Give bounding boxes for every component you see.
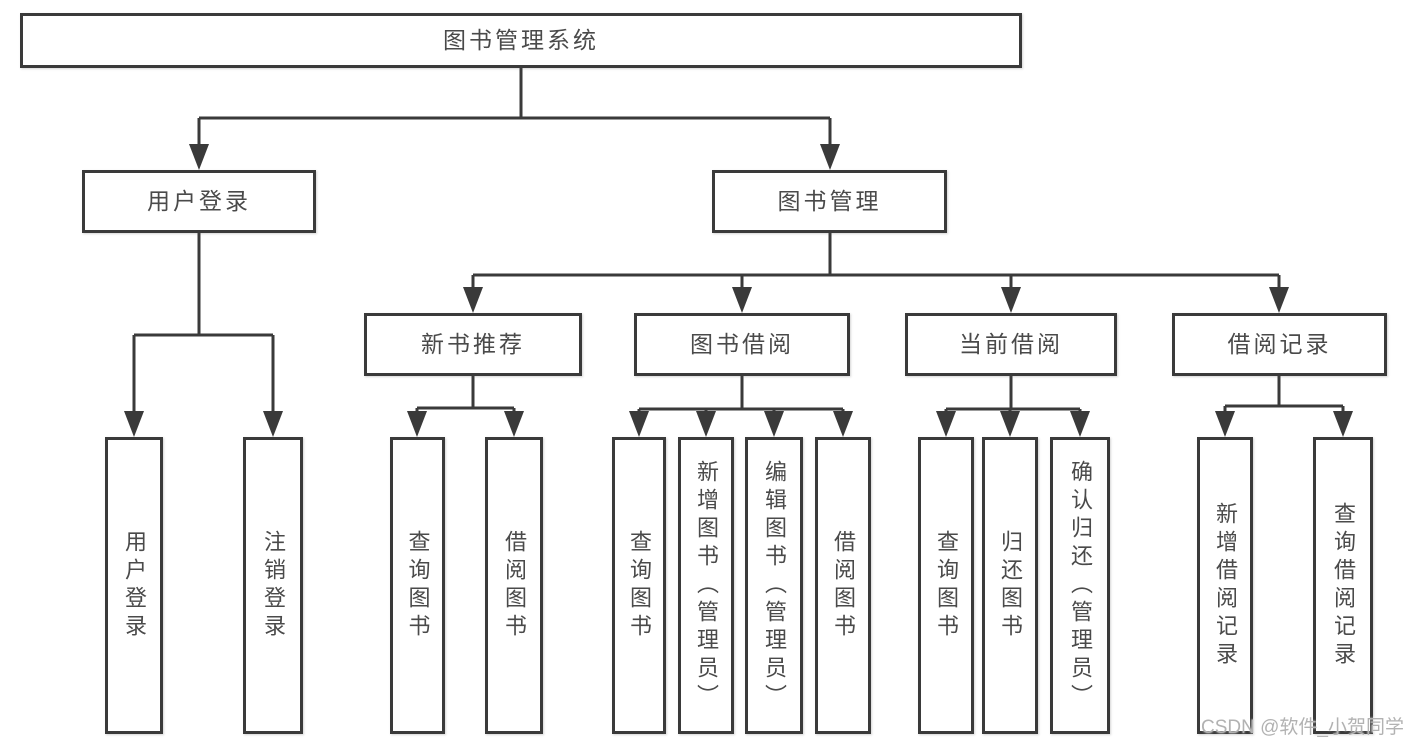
node-leaf-cb-return-books: 归还图书	[982, 437, 1038, 734]
node-library-system: 图书管理系统	[20, 13, 1022, 68]
node-library-system-label: 图书管理系统	[443, 26, 599, 53]
node-leaf-user-login: 用户登录	[105, 437, 163, 734]
node-book-management: 图书管理	[712, 170, 947, 233]
node-leaf-cb-confirm-return-admin-label: 确认归还（管理员）	[1068, 459, 1093, 712]
node-leaf-br-query-record-label: 查询借阅记录	[1331, 501, 1356, 670]
node-leaf-user-login-label: 用户登录	[122, 529, 147, 642]
node-leaf-bb-add-books-admin-label: 新增图书（管理员）	[694, 459, 719, 712]
node-new-book-recommendation: 新书推荐	[364, 313, 582, 376]
node-leaf-nb-borrow-books-label: 借阅图书	[502, 529, 527, 642]
node-new-book-recommendation-label: 新书推荐	[421, 330, 525, 357]
node-book-borrowing-label: 图书借阅	[690, 330, 794, 357]
node-leaf-bb-edit-books-admin: 编辑图书（管理员）	[745, 437, 803, 734]
node-leaf-bb-query-books: 查询图书	[612, 437, 666, 734]
node-user-login-label: 用户登录	[147, 187, 251, 214]
node-user-login: 用户登录	[82, 170, 316, 233]
csdn-watermark: CSDN @软件_小贺同学	[1201, 717, 1404, 738]
node-leaf-br-add-record: 新增借阅记录	[1197, 437, 1253, 734]
node-leaf-bb-borrow-books-label: 借阅图书	[831, 529, 856, 642]
node-leaf-br-add-record-label: 新增借阅记录	[1213, 501, 1238, 670]
node-leaf-bb-add-books-admin: 新增图书（管理员）	[678, 437, 734, 734]
node-leaf-logout-label: 注销登录	[261, 529, 286, 642]
node-current-borrowing-label: 当前借阅	[959, 330, 1063, 357]
node-leaf-logout: 注销登录	[243, 437, 303, 734]
node-leaf-cb-query-books: 查询图书	[918, 437, 974, 734]
node-leaf-cb-confirm-return-admin: 确认归还（管理员）	[1050, 437, 1110, 734]
node-borrowing-records-label: 借阅记录	[1227, 330, 1332, 357]
node-current-borrowing: 当前借阅	[905, 313, 1117, 376]
node-leaf-nb-query-books-label: 查询图书	[405, 529, 431, 642]
connector-arrowheads	[124, 144, 1353, 437]
node-book-management-label: 图书管理	[777, 187, 882, 214]
node-book-borrowing: 图书借阅	[634, 313, 850, 376]
node-leaf-bb-borrow-books: 借阅图书	[815, 437, 871, 734]
node-leaf-nb-borrow-books: 借阅图书	[485, 437, 543, 734]
node-leaf-nb-query-books: 查询图书	[390, 437, 445, 734]
node-leaf-br-query-record: 查询借阅记录	[1313, 437, 1373, 734]
node-leaf-bb-edit-books-admin-label: 编辑图书（管理员）	[762, 459, 787, 712]
node-leaf-bb-query-books-label: 查询图书	[627, 529, 652, 642]
node-borrowing-records: 借阅记录	[1172, 313, 1387, 376]
node-leaf-cb-return-books-label: 归还图书	[998, 529, 1023, 642]
connector-edges	[132, 68, 1345, 417]
node-leaf-cb-query-books-label: 查询图书	[934, 529, 959, 642]
